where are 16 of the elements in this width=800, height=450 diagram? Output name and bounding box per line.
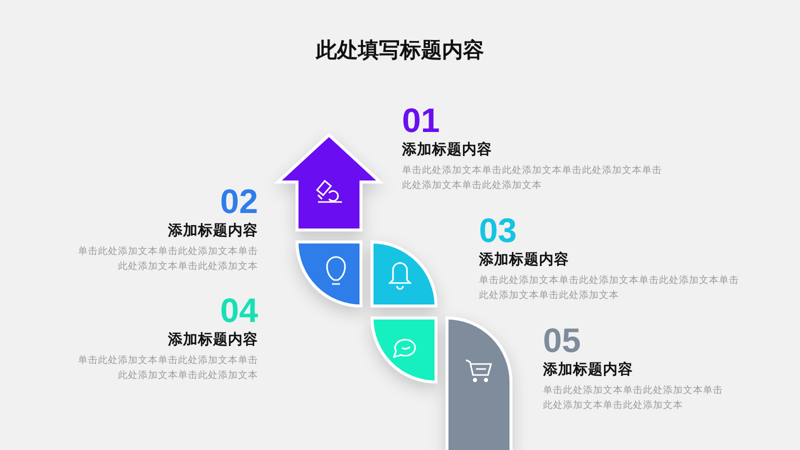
step-number: 01 bbox=[402, 103, 440, 139]
step-description: 单击此处添加文本单击此处添加文本单击此处添加文本单击此处添加文本 bbox=[77, 245, 258, 274]
step-number: 04 bbox=[220, 293, 258, 329]
step-number: 02 bbox=[220, 184, 258, 220]
step-number: 05 bbox=[543, 323, 581, 359]
step-number: 03 bbox=[479, 213, 517, 249]
step-heading: 添加标题内容 bbox=[402, 141, 492, 159]
step-heading: 添加标题内容 bbox=[168, 331, 258, 349]
step-description: 单击此处添加文本单击此处添加文本单击此处添加文本单击此处添加文本单击此处添加文本 bbox=[479, 274, 740, 303]
step-description: 单击此处添加文本单击此处添加文本单击此处添加文本单击此处添加文本 bbox=[543, 384, 724, 413]
step-description: 单击此处添加文本单击此处添加文本单击此处添加文本单击此处添加文本 bbox=[77, 354, 258, 383]
slide-title: 此处填写标题内容 bbox=[314, 37, 485, 64]
step-heading: 添加标题内容 bbox=[543, 361, 633, 379]
step-heading: 添加标题内容 bbox=[168, 222, 258, 240]
step-heading: 添加标题内容 bbox=[479, 251, 569, 269]
step-description: 单击此处添加文本单击此处添加文本单击此处添加文本单击此处添加文本单击此处添加文本 bbox=[402, 164, 663, 193]
